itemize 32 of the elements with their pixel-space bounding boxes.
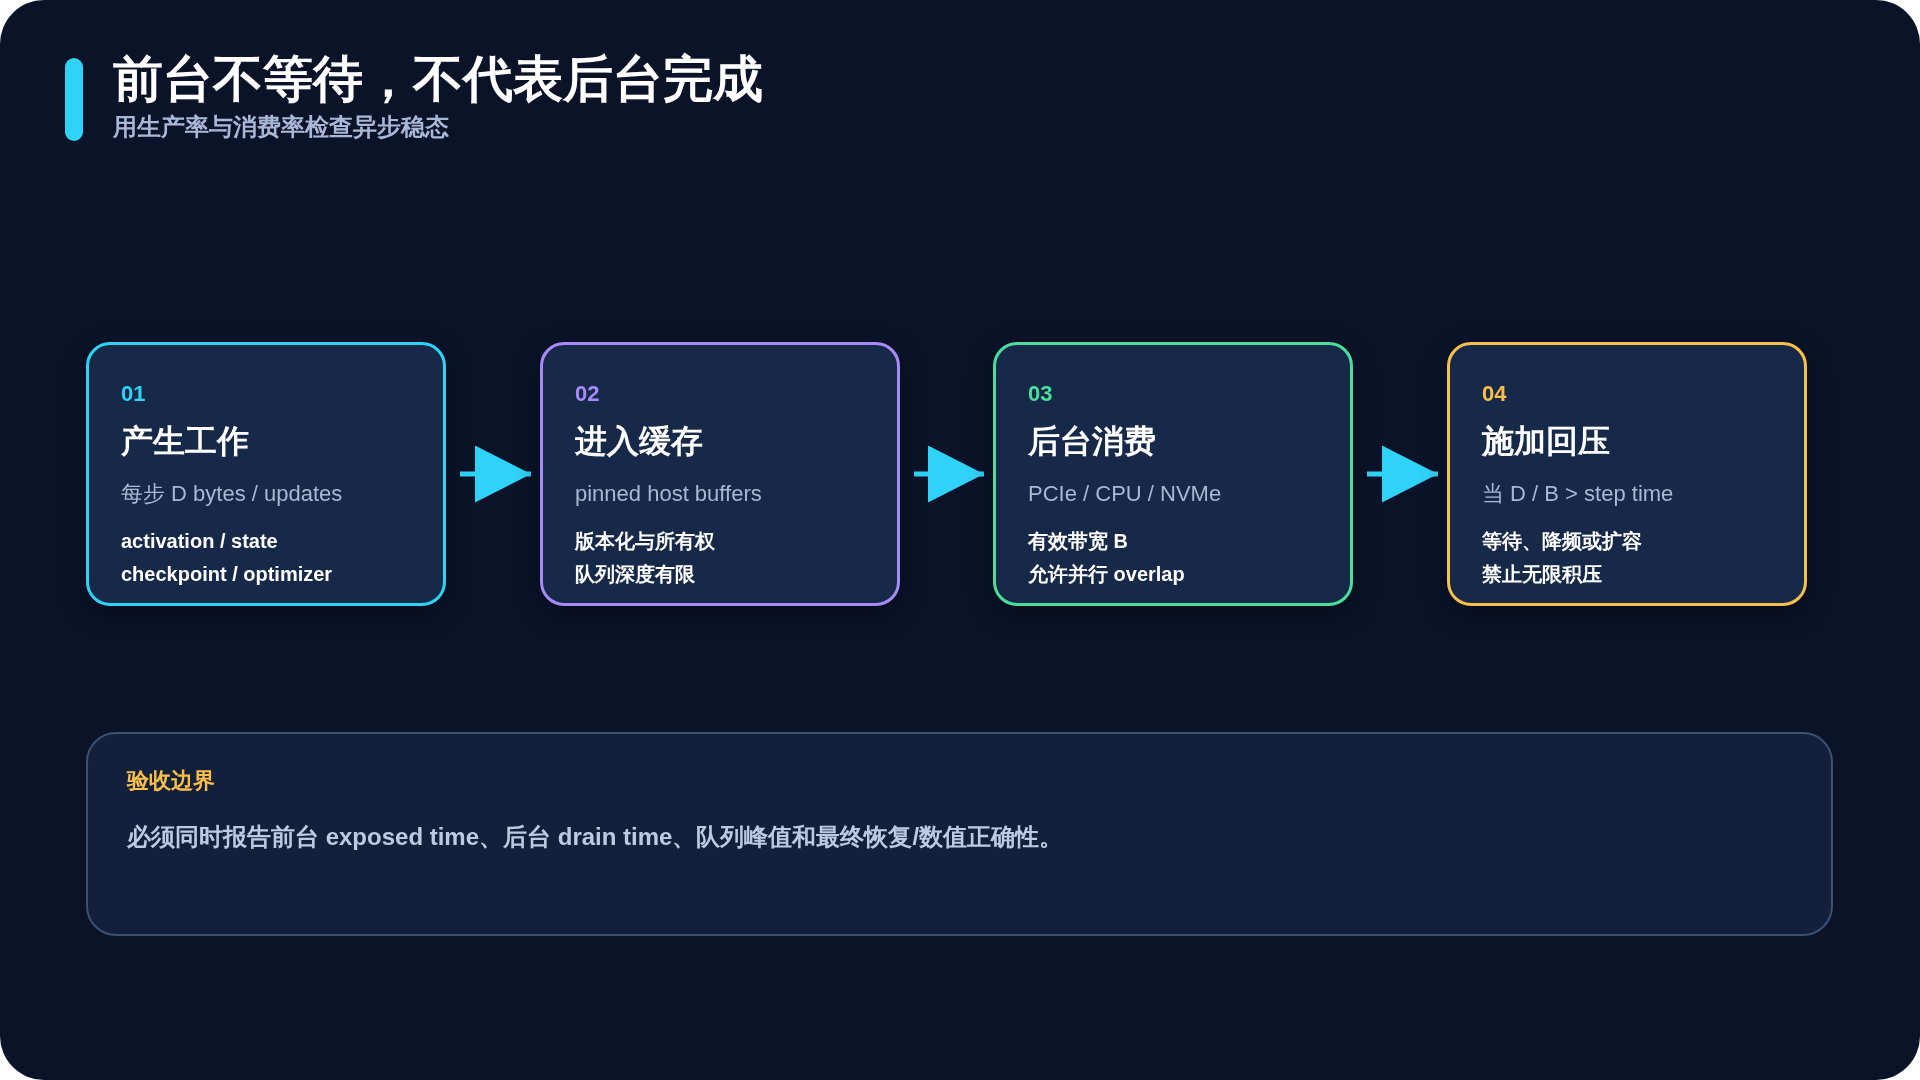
criteria-panel	[86, 732, 1833, 936]
slide-subtitle: 用生产率与消费率检查异步稳态	[113, 112, 449, 142]
step-number: 02	[575, 381, 600, 407]
step-detail: 有效带宽 B	[1028, 529, 1128, 554]
arrow	[914, 445, 984, 503]
step-detail: 允许并行 overlap	[1028, 562, 1185, 587]
slide-title: 前台不等待，不代表后台完成	[113, 50, 763, 109]
step-number: 01	[121, 381, 146, 407]
step-title: 进入缓存	[575, 422, 703, 461]
step-detail: 禁止无限积压	[1482, 562, 1602, 587]
step-detail: checkpoint / optimizer	[121, 562, 333, 587]
step-subtitle: 当 D / B > step time	[1482, 480, 1674, 508]
step-card	[993, 342, 1353, 606]
step-subtitle: pinned host buffers	[575, 480, 762, 508]
step-detail: 队列深度有限	[575, 562, 695, 587]
step-detail: activation / state	[121, 529, 278, 554]
panel-text: 必须同时报告前台 exposed time、后台 drain time、队列峰值和最终恢复/数值正确性。	[127, 822, 1064, 852]
step-number: 03	[1028, 381, 1053, 407]
step-card	[540, 342, 900, 606]
step-subtitle: 每步 D bytes / updates	[121, 480, 343, 508]
arrow	[1367, 445, 1438, 503]
step-detail: 版本化与所有权	[575, 529, 715, 554]
step-title: 产生工作	[121, 422, 249, 461]
step-card	[1447, 342, 1807, 606]
step-title: 施加回压	[1482, 422, 1610, 461]
step-number: 04	[1482, 381, 1507, 407]
step-subtitle: PCIe / CPU / NVMe	[1028, 480, 1222, 508]
step-card	[86, 342, 446, 606]
step-detail: 等待、降频或扩容	[1482, 529, 1642, 554]
arrow	[460, 445, 531, 503]
panel-heading: 验收边界	[127, 767, 215, 795]
step-title: 后台消费	[1028, 422, 1156, 461]
